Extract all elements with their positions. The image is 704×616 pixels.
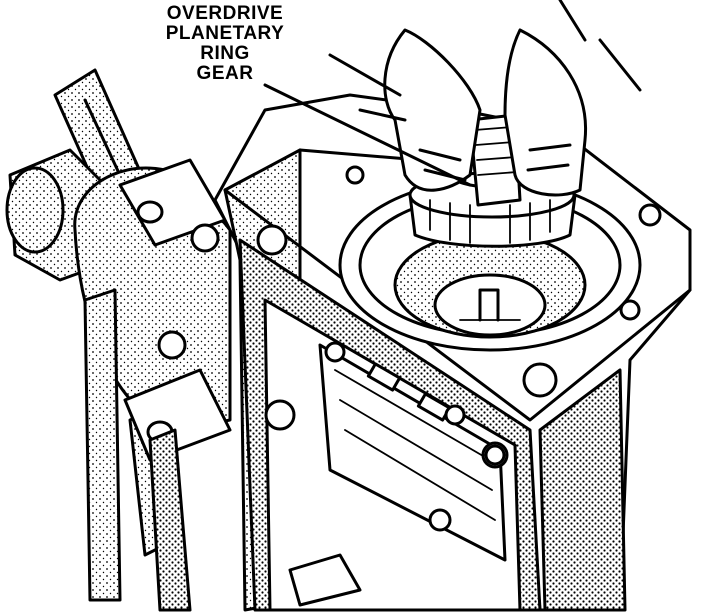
callout-label: OVERDRIVE PLANETARY RING GEAR xyxy=(150,4,300,84)
holding-fixture xyxy=(5,68,232,612)
callout-line-1: OVERDRIVE xyxy=(166,3,284,24)
case-bolts xyxy=(256,165,662,466)
callout-leader-line xyxy=(263,83,472,187)
callout-line-2: PLANETARY xyxy=(165,23,285,44)
callout-line-3: RING xyxy=(200,43,250,64)
callout-line-4: GEAR xyxy=(196,63,254,84)
